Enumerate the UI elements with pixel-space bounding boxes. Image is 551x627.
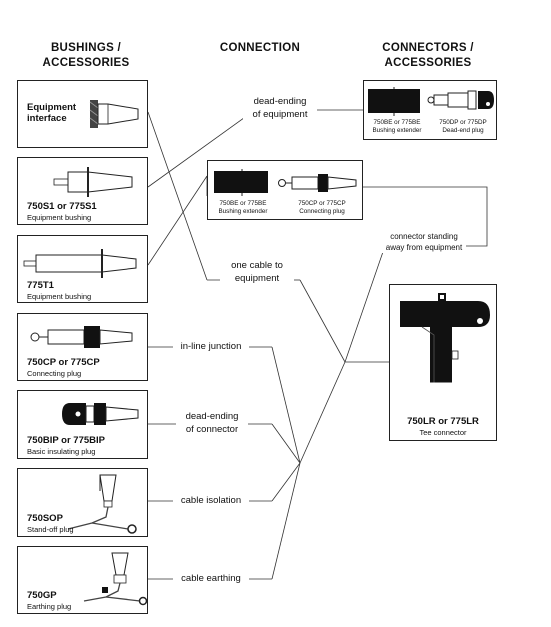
item-title: 750S1 or 775S1 bbox=[27, 201, 97, 212]
bushing-extender-icon bbox=[214, 169, 268, 196]
item-subtitle: Stand-off plug bbox=[27, 525, 74, 534]
box-bushing-extender-dead-end: 750BE or 775BE Bushing extender 750DP or… bbox=[363, 80, 497, 140]
item-subtitle: Equipment bushing bbox=[27, 292, 92, 301]
item-subtitle: Earthing plug bbox=[27, 602, 72, 611]
header-bushings: BUSHINGS / ACCESSORIES bbox=[42, 42, 130, 69]
item-title: 750SOP bbox=[27, 513, 63, 524]
connecting-plug-icon bbox=[278, 174, 357, 192]
connection-one-cable: one cable to equipment bbox=[220, 259, 294, 285]
connecting-plug-icon bbox=[30, 326, 133, 348]
tee-connector-icon bbox=[400, 293, 490, 384]
item-box-750s1: 750S1 or 775S1 Equipment bushing bbox=[17, 157, 148, 225]
connection-cable-isolation: cable isolation bbox=[173, 494, 249, 507]
box-tee-connector: 750LR or 775LR Tee connector bbox=[389, 284, 497, 441]
item-box-775t1: 775T1 Equipment bushing bbox=[17, 235, 148, 303]
item-box-750gp: 750GP Earthing plug bbox=[17, 546, 148, 614]
header-connectors: CONNECTORS / ACCESSORIES bbox=[382, 42, 474, 69]
item-box-750bip: 750BIP or 775BIP Basic insulating plug bbox=[17, 390, 148, 459]
bushing-extender-caption: 750BE or 775BE Bushing extender bbox=[372, 119, 422, 134]
item-subtitle: Equipment bushing bbox=[27, 213, 92, 222]
connection-cable-earthing: cable earthing bbox=[173, 572, 249, 585]
connection-standing-away: connector standing away from equipment bbox=[382, 232, 466, 253]
item-box-750cp: 750CP or 775CP Connecting plug bbox=[17, 313, 148, 381]
item-box-750sop: 750SOP Stand-off plug bbox=[17, 468, 148, 537]
item-subtitle: Basic insulating plug bbox=[27, 447, 96, 456]
bushing-extender-caption: 750BE or 775BE Bushing extender bbox=[218, 200, 268, 215]
item-title: Equipment interface bbox=[27, 102, 77, 124]
dead-end-plug-caption: 750DP or 775DP Dead-end plug bbox=[439, 119, 487, 134]
item-title: 750GP bbox=[27, 590, 57, 601]
connection-dead-ending-equipment: dead-ending of equipment bbox=[243, 95, 317, 121]
equipment-interface-icon bbox=[89, 100, 139, 128]
earthing-plug-icon bbox=[83, 552, 148, 606]
equipment-bushing-long-icon bbox=[23, 249, 137, 278]
item-title: 750CP or 775CP bbox=[27, 357, 100, 368]
basic-insulating-plug-icon bbox=[62, 403, 139, 425]
box-bushing-extender-connecting-plug: 750BE or 775BE Bushing extender 750CP or… bbox=[207, 160, 363, 220]
dead-end-plug-icon bbox=[427, 90, 494, 110]
item-title: 750BIP or 775BIP bbox=[27, 435, 105, 446]
header-connection: CONNECTION bbox=[219, 42, 301, 54]
item-box-equipment-interface: Equipment interface bbox=[17, 80, 148, 148]
connection-inline-junction: in-line junction bbox=[173, 340, 249, 353]
bushing-extender-icon bbox=[368, 87, 420, 116]
tee-connector-subtitle: Tee connector bbox=[419, 428, 467, 437]
tee-connector-title: 750LR or 775LR bbox=[407, 416, 479, 427]
connecting-plug-caption: 750CP or 775CP Connecting plug bbox=[298, 200, 346, 215]
equipment-bushing-icon bbox=[53, 167, 133, 197]
item-subtitle: Connecting plug bbox=[27, 369, 82, 378]
stand-off-plug-icon bbox=[67, 474, 137, 534]
connection-dead-ending-connector: dead-ending of connector bbox=[176, 410, 248, 436]
item-title: 775T1 bbox=[27, 280, 54, 291]
